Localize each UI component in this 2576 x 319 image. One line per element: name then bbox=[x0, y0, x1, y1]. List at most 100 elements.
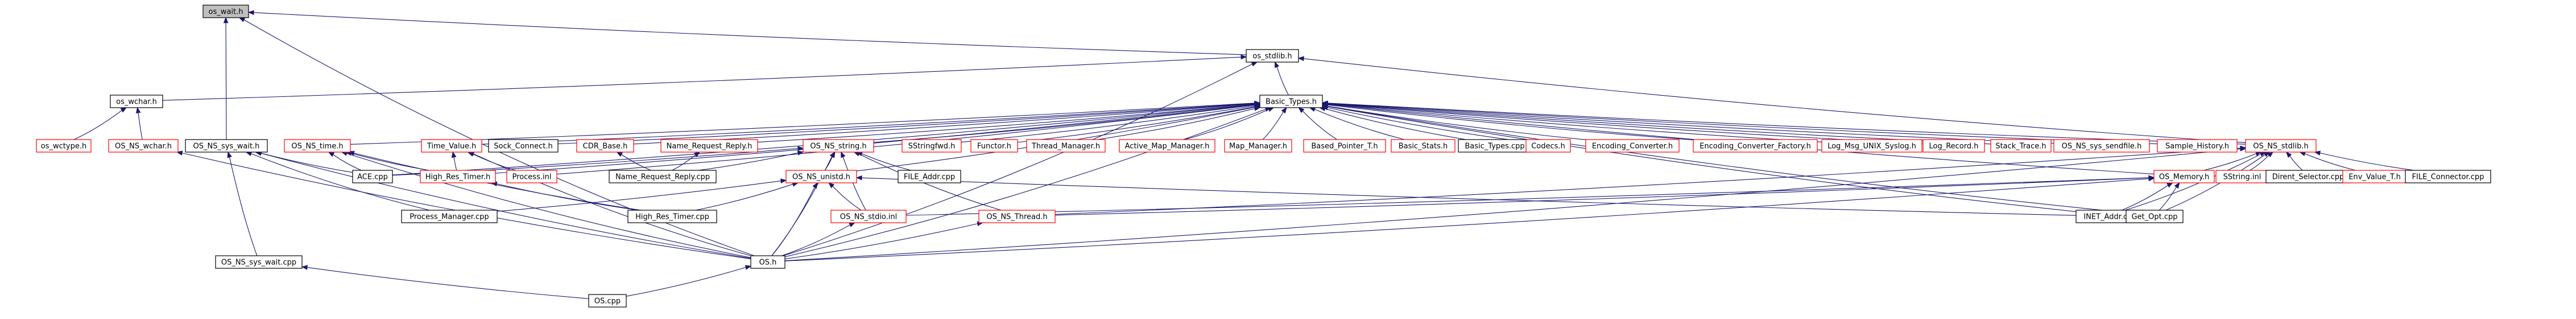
node-time-value-h[interactable]: Time_Value.h bbox=[421, 139, 482, 153]
node-os-ns-sys-wait-cpp[interactable]: OS_NS_sys_wait.cpp bbox=[215, 255, 303, 269]
node-os-wchar-h[interactable]: os_wchar.h bbox=[110, 95, 163, 108]
node-encoding-converter-factory-h[interactable]: Encoding_Converter_Factory.h bbox=[1693, 139, 1818, 153]
node-os-stdlib-h[interactable]: os_stdlib.h bbox=[1246, 49, 1299, 63]
node-cdr-base-h[interactable]: CDR_Base.h bbox=[576, 139, 634, 153]
node-map-manager-h[interactable]: Map_Manager.h bbox=[1224, 139, 1292, 153]
node-label: OS_NS_wchar.h bbox=[115, 142, 172, 151]
node-os-ns-sys-wait-h[interactable]: OS_NS_sys_wait.h bbox=[185, 139, 268, 153]
edge-arrowhead bbox=[238, 17, 246, 22]
node-basic-types-h[interactable]: Basic_Types.h bbox=[1259, 95, 1323, 108]
node-box bbox=[215, 255, 303, 269]
node-sample-history-h[interactable]: Sample_History.h bbox=[2157, 139, 2238, 153]
edge-line bbox=[1017, 107, 1255, 143]
node-label: Time_Value.h bbox=[427, 142, 476, 151]
edge-line bbox=[842, 157, 866, 211]
edge-os-memory-h-to-os-ns-stdlib-h bbox=[2203, 151, 2262, 171]
node-name-request-reply-h[interactable]: Name_Request_Reply.h bbox=[660, 139, 758, 153]
node-box bbox=[609, 170, 717, 183]
node-os-ns-sys-sendfile-h[interactable]: OS_NS_sys_sendfile.h bbox=[2053, 139, 2150, 153]
edge-line bbox=[251, 153, 430, 211]
node-basic-types-cpp[interactable]: Basic_Types.cpp bbox=[1458, 139, 1532, 153]
node-label: OS_NS_sys_wait.h bbox=[193, 142, 260, 151]
node-thread-manager-h[interactable]: Thread_Manager.h bbox=[1026, 139, 1106, 153]
node-high-res-timer-h[interactable]: High_Res_Timer.h bbox=[420, 170, 496, 183]
node-ace-cpp[interactable]: ACE.cpp bbox=[352, 170, 393, 183]
node-high-res-timer-cpp[interactable]: High_Res_Timer.cpp bbox=[627, 210, 717, 223]
edge-high-res-timer-h-to-time-value-h bbox=[451, 151, 457, 171]
node-log-record-h[interactable]: Log_Record.h bbox=[1922, 139, 1985, 153]
node-file-connector-cpp[interactable]: FILE_Connector.cpp bbox=[2405, 170, 2491, 183]
node-file-addr-cpp[interactable]: FILE_Addr.cpp bbox=[898, 170, 961, 183]
node-based-pointer-t-h[interactable]: Based_Pointer_T.h bbox=[1303, 139, 1386, 153]
node-sstringfwd-h[interactable]: SStringfwd.h bbox=[902, 139, 962, 153]
node-encoding-converter-h[interactable]: Encoding_Converter.h bbox=[1585, 139, 1680, 153]
node-os-ns-wchar-h[interactable]: OS_NS_wchar.h bbox=[108, 139, 179, 153]
node-process-inl[interactable]: Process.inl bbox=[506, 170, 557, 183]
edge-arrowhead bbox=[693, 152, 701, 157]
edge-arrowhead bbox=[849, 222, 855, 227]
node-sock-connect-h[interactable]: Sock_Connect.h bbox=[488, 139, 559, 153]
node-codecs-h[interactable]: Codecs.h bbox=[1525, 139, 1571, 153]
edge-line bbox=[858, 153, 1002, 211]
edge-map-manager-h-to-basic-types-h bbox=[1262, 107, 1287, 140]
edge-line bbox=[784, 109, 1266, 257]
edge-line bbox=[757, 104, 1255, 143]
node-label: Encoding_Converter_Factory.h bbox=[1700, 142, 1811, 151]
edge-dirent-selector-cpp-to-os-ns-stdlib-h bbox=[2285, 151, 2303, 171]
edge-line bbox=[1055, 148, 2241, 215]
edge-line bbox=[2203, 153, 2256, 171]
edge-process-inl-to-basic-types-h bbox=[556, 103, 1261, 175]
node-name-request-reply-cpp[interactable]: Name_Request_Reply.cpp bbox=[609, 170, 717, 183]
edge-line bbox=[1303, 58, 2246, 144]
edge-arrowhead bbox=[829, 151, 836, 158]
node-os-ns-thread-h[interactable]: OS_NS_Thread.h bbox=[978, 210, 1056, 223]
edge-line bbox=[350, 103, 1255, 145]
node-functor-h[interactable]: Functor.h bbox=[970, 139, 1018, 153]
node-sstring-inl[interactable]: SString.inl bbox=[2215, 170, 2269, 183]
node-os-ns-stdlib-h[interactable]: OS_NS_stdlib.h bbox=[2245, 139, 2317, 153]
edge-line bbox=[905, 177, 2149, 216]
edge-arrowhead bbox=[616, 152, 623, 157]
node-log-msg-unix-syslog-h[interactable]: Log_Msg_UNIX_Syslog.h bbox=[1821, 139, 1922, 153]
edge-line bbox=[1327, 104, 1822, 142]
edge-arrowhead bbox=[1275, 61, 1280, 68]
node-os-ns-unistd-h[interactable]: OS_NS_unistd.h bbox=[785, 170, 857, 183]
edge-os-ns-stdlib-h-to-basic-types-h bbox=[1321, 100, 2246, 145]
node-box bbox=[1922, 139, 1985, 153]
edge-line bbox=[1325, 108, 1466, 140]
edge-line bbox=[2319, 153, 2414, 171]
edge-arrowhead bbox=[828, 182, 835, 189]
node-box bbox=[898, 170, 961, 183]
node-get-opt-cpp[interactable]: Get_Opt.cpp bbox=[2126, 210, 2184, 223]
node-dirent-selector-cpp[interactable]: Dirent_Selector.cpp bbox=[2265, 170, 2351, 183]
edge-arrowhead bbox=[780, 178, 787, 183]
node-env-value-t-h[interactable]: Env_Value_T.h bbox=[2342, 170, 2407, 183]
node-label: OS_NS_string.h bbox=[810, 142, 866, 151]
node-process-manager-cpp[interactable]: Process_Manager.cpp bbox=[401, 210, 498, 223]
node-os-ns-stdio-inl[interactable]: OS_NS_stdio.inl bbox=[830, 210, 907, 223]
node-os-wctype-h[interactable]: os_wctype.h bbox=[36, 139, 92, 153]
node-label: Env_Value_T.h bbox=[2348, 173, 2401, 182]
node-basic-stats-h[interactable]: Basic_Stats.h bbox=[1391, 139, 1456, 153]
edge-os-h-to-os-ns-thread-h bbox=[784, 221, 984, 260]
node-os-ns-time-h[interactable]: OS_NS_time.h bbox=[284, 139, 351, 153]
edge-encoding-converter-h-to-basic-types-h bbox=[1321, 104, 1586, 140]
edge-line bbox=[1327, 103, 2246, 145]
node-os-ns-string-h[interactable]: OS_NS_string.h bbox=[803, 139, 874, 153]
node-os-h[interactable]: OS.h bbox=[750, 255, 785, 269]
node-stack-trace-h[interactable]: Stack_Trace.h bbox=[1990, 139, 2052, 153]
node-os-cpp[interactable]: OS.cpp bbox=[588, 294, 627, 308]
edge-line bbox=[496, 183, 639, 211]
node-box bbox=[284, 139, 351, 153]
node-os-wait-h[interactable]: os_wait.h bbox=[202, 5, 249, 18]
edge-env-value-t-h-to-os-ns-stdlib-h bbox=[2299, 151, 2356, 171]
node-os-memory-h[interactable]: OS_Memory.h bbox=[2153, 170, 2215, 183]
node-box bbox=[2405, 170, 2491, 183]
edge-arrowhead bbox=[1251, 62, 1258, 67]
node-active-map-manager-h[interactable]: Active_Map_Manager.h bbox=[1119, 139, 1215, 153]
node-box bbox=[108, 139, 179, 153]
edge-line bbox=[1314, 109, 1405, 140]
edge-arrowhead bbox=[301, 265, 308, 270]
edge-line bbox=[784, 223, 978, 260]
edge-line bbox=[1276, 67, 1289, 96]
